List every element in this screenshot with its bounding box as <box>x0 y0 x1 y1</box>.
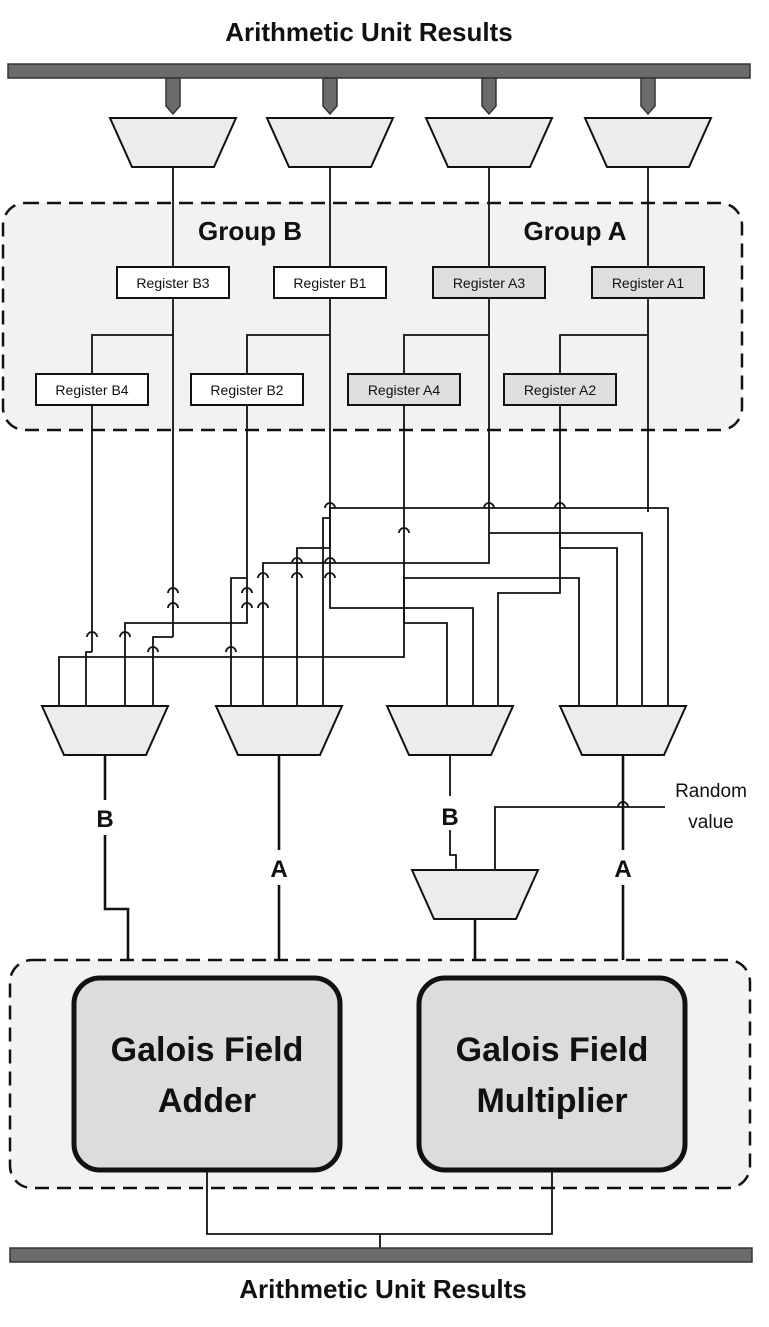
top-result-bus <box>7 63 751 79</box>
operand-mux-mult-a <box>558 705 688 756</box>
register-b1 <box>273 266 387 299</box>
input-mux-a3 <box>424 117 554 168</box>
register-b4 <box>35 373 149 406</box>
random-value-label-line1: Random <box>675 781 747 802</box>
register-a2-label: Register A2 <box>524 382 597 398</box>
operand-mux-mult-b <box>385 705 515 756</box>
random-value-label-line2: value <box>688 812 733 833</box>
operand-wiring <box>103 755 665 978</box>
register-a4 <box>347 373 461 406</box>
bus-tap-2 <box>322 77 338 116</box>
bottom-bus-label: Arithmetic Unit Results <box>239 1274 527 1304</box>
top-bus-label: Arithmetic Unit Results <box>225 17 513 47</box>
group-a-label: Group A <box>523 216 626 246</box>
operand-mux-adder-a <box>214 705 344 756</box>
register-wiring <box>58 167 669 706</box>
register-b3 <box>116 266 230 299</box>
register-a1-label: Register A1 <box>612 275 685 291</box>
adder-label-line1: Galois Field <box>111 1031 304 1069</box>
register-a3-label: Register A3 <box>453 275 526 291</box>
register-a4-label: Register A4 <box>368 382 441 398</box>
group-b-label: Group B <box>198 216 302 246</box>
galois-field-multiplier <box>416 975 688 1173</box>
random-value-mux <box>410 869 540 920</box>
multiplier-label-line2: Multiplier <box>476 1082 627 1120</box>
bus-taps <box>165 77 656 116</box>
multiplier-port-a-label: A <box>614 856 631 883</box>
operand-muxes <box>40 705 688 920</box>
result-wiring <box>206 1170 553 1248</box>
operand-mux-adder-b <box>40 705 170 756</box>
multiplier-label-line1: Galois Field <box>456 1031 649 1069</box>
register-a2 <box>503 373 617 406</box>
adder-label-line2: Adder <box>158 1082 256 1120</box>
input-muxes <box>108 117 713 168</box>
multiplier-port-b-label: B <box>441 804 458 831</box>
register-a1 <box>591 266 705 299</box>
bus-tap-4 <box>640 77 656 116</box>
register-b4-label: Register B4 <box>55 382 128 398</box>
bottom-result-bus <box>9 1247 753 1263</box>
galois-field-adder <box>71 975 343 1173</box>
register-b1-label: Register B1 <box>293 275 366 291</box>
adder-port-b-label: B <box>96 806 113 833</box>
register-b2 <box>190 373 304 406</box>
register-b3-label: Register B3 <box>136 275 209 291</box>
input-mux-b3 <box>108 117 238 168</box>
bus-tap-1 <box>165 77 181 116</box>
bus-tap-3 <box>481 77 497 116</box>
input-mux-b1 <box>265 117 395 168</box>
register-a3 <box>432 266 546 299</box>
adder-port-a-label: A <box>270 856 287 883</box>
registers: Register B3 Register B1 Register A3 Regi… <box>35 266 705 406</box>
register-b2-label: Register B2 <box>210 382 283 398</box>
input-mux-a1 <box>583 117 713 168</box>
